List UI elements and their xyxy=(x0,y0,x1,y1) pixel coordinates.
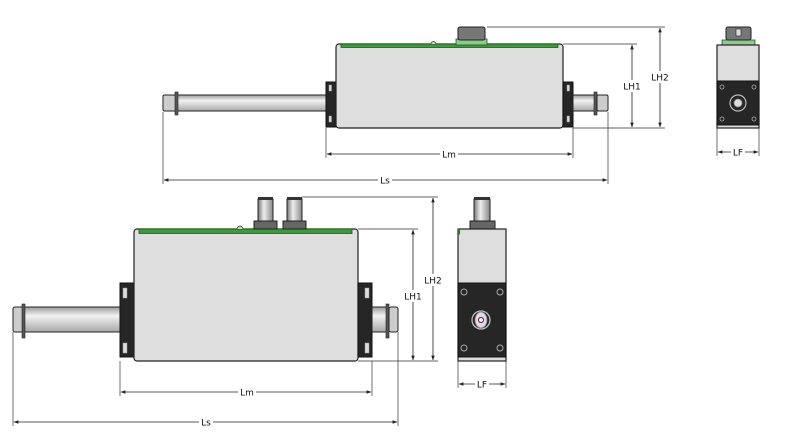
housing xyxy=(335,43,564,129)
connector-2 xyxy=(282,197,307,230)
connector-1 xyxy=(253,197,278,230)
accent-strip xyxy=(340,43,559,48)
right-shaft xyxy=(371,306,389,333)
right-end-cap xyxy=(388,306,399,333)
lh1-label: LH1 xyxy=(623,83,641,93)
bottom-end-view: LF xyxy=(457,197,507,391)
shaft-bore xyxy=(729,94,747,112)
lf-label: LF xyxy=(733,149,743,159)
accent-strip xyxy=(138,228,353,234)
ls-label: Ls xyxy=(380,177,390,187)
top-end-view: LF xyxy=(716,26,760,159)
top-side-view: LH1 LH2 Lm Ls xyxy=(162,26,670,187)
lf-label: LF xyxy=(477,381,487,391)
lh2-label: LH2 xyxy=(424,277,442,287)
left-shaft xyxy=(174,94,327,112)
connector xyxy=(473,198,491,222)
connector xyxy=(457,26,486,41)
lh1-label: LH1 xyxy=(404,293,422,303)
left-shaft xyxy=(23,306,122,333)
shaft-bore xyxy=(471,310,491,330)
housing xyxy=(133,228,359,362)
lh2-label: LH2 xyxy=(651,74,669,84)
right-shaft xyxy=(572,94,598,112)
ls-label: Ls xyxy=(201,419,211,429)
left-collar xyxy=(174,91,179,116)
right-end-cap xyxy=(596,94,609,112)
bottom-side-view: LH1 LH2 Lm Ls xyxy=(12,196,443,429)
left-end-cap xyxy=(162,94,177,112)
lm-label: Lm xyxy=(240,389,254,399)
lm-label: Lm xyxy=(442,151,456,161)
